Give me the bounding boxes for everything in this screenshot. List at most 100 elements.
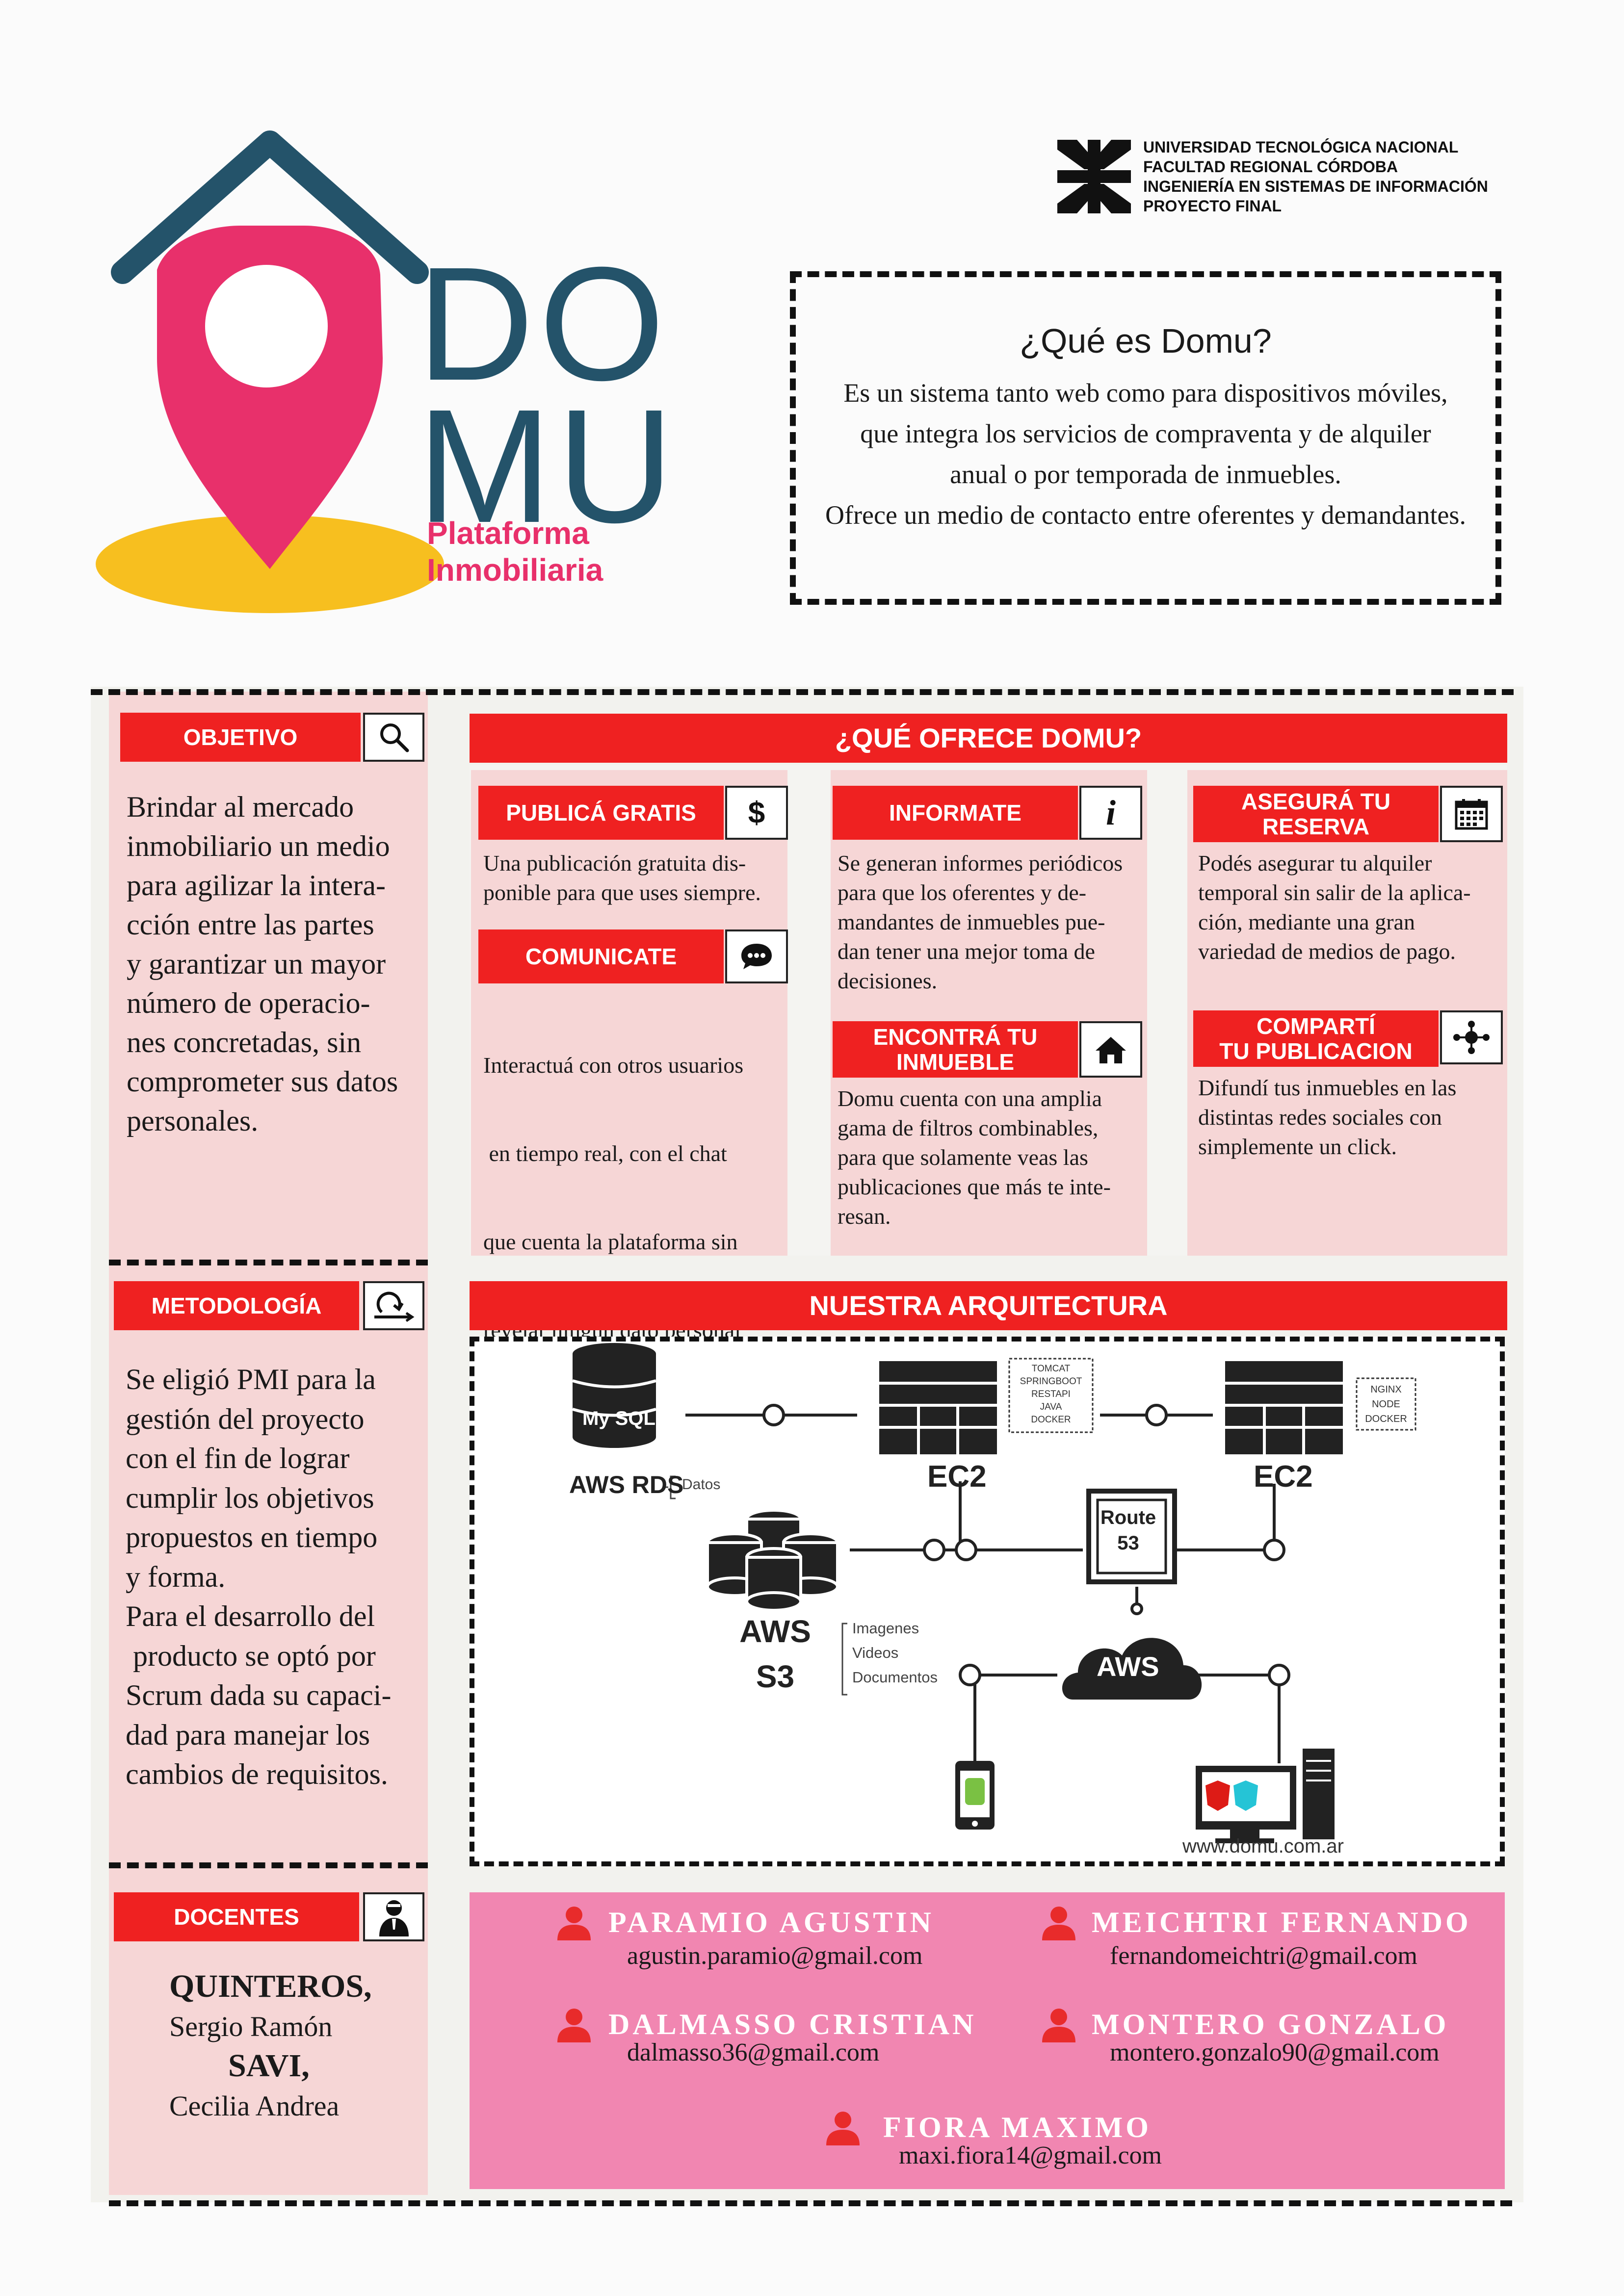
member-email: agustin.paramio@gmail.com [627,1942,923,1970]
objetivo-line: y garantizar un mayor [127,948,386,980]
house-pin-icon [96,130,444,613]
search-icon [380,723,409,752]
what-is-domu-title: ¿Qué es Domu? [1020,322,1272,360]
top-divider [91,689,1514,695]
offer-label-encontra: ENCONTRÁ TU INMUEBLE [833,1021,1078,1078]
stack-item: SPRINGBOOT [1020,1376,1082,1387]
member-email: maxi.fiora14@gmail.com [899,2141,1162,2169]
person-icon [1042,1907,1075,1940]
offer-line: ponible para que uses siempre. [483,880,761,905]
offer-line: para que solamente veas las [838,1145,1088,1170]
member-name: MEICHTRI FERNANDO [1092,1906,1471,1938]
offer-line: mandantes de inmuebles pue- [838,909,1105,934]
member-name: PARAMIO AGUSTIN [608,1906,934,1938]
what-is-line: anual o por temporada de inmuebles. [950,460,1341,489]
metodologia-line: producto se optó por [126,1639,376,1672]
member-name: FIORA MAXIMO [883,2111,1152,2143]
offer-line: decisiones. [838,968,938,993]
mobile-icon [955,1761,995,1830]
member-email: fernandomeichtri@gmail.com [1110,1942,1417,1970]
member-email: dalmasso36@gmail.com [627,2038,880,2066]
member-name: MONTERO GONZALO [1092,2008,1449,2040]
stack-item: RESTAPI [1031,1389,1071,1399]
objetivo-line: cción entre las partes [127,908,374,941]
member-email: montero.gonzalo90@gmail.com [1110,2038,1440,2066]
offer-line: Domu cuenta con una amplia [838,1086,1102,1111]
docentes-label: DOCENTES [114,1892,359,1941]
stack-item: TOMCAT [1031,1364,1071,1374]
what-is-line: Es un sistema tanto web como para dispos… [843,378,1448,408]
faculty-line: FACULTAD REGIONAL CÓRDOBA [1143,158,1398,176]
career-line: INGENIERÍA EN SISTEMAS DE INFORMACIÓN [1143,178,1488,195]
objetivo-label: OBJETIVO [120,713,361,762]
offer-text-publica: Una publicación gratuita dis- ponible pa… [483,849,761,907]
bottom-divider [109,2200,1512,2206]
metodologia-line: propuestos en tiempo [126,1521,378,1553]
offer-label-informate: INFORMATE [833,786,1078,840]
teacher-2-lastname: SAVI [228,2048,302,2084]
route53-line: 53 [1117,1532,1139,1554]
desktop-computer-icon [1196,1749,1335,1843]
offer-label-line: ENCONTRÁ TU [873,1024,1038,1050]
objetivo-line: número de operacio- [127,987,370,1019]
offer-text-informate: Se generan informes periódicos para que … [838,849,1123,996]
stack-item: DOCKER [1031,1415,1071,1425]
offer-icon-box-asegura [1440,786,1503,842]
university-line: UNIVERSIDAD TECNOLÓGICA NACIONAL [1143,138,1459,156]
offer-icon-box-encontra [1079,1021,1142,1078]
ec2-left-stack: TOMCAT SPRINGBOOT RESTAPI JAVA DOCKER [1009,1363,1093,1426]
offer-label-comunicate: COMUNICATE [478,929,724,983]
offer-line: variedad de medios de pago. [1198,939,1456,964]
stack-item: NODE [1372,1399,1400,1410]
domu-logo: DO MU Plataforma Inmobiliaria [93,123,674,618]
offers-title: ¿QUÉ OFRECE DOMU? [470,714,1507,763]
metodologia-line: y forma. [126,1560,226,1593]
teacher-1-lastname: QUINTEROS [169,1968,364,2004]
metodologia-line: Scrum dada su capaci- [126,1679,392,1711]
route53-line: Route [1100,1507,1156,1528]
s3-note: Videos [852,1644,899,1661]
person-icon [557,2009,591,2042]
architecture-title: NUESTRA ARQUITECTURA [470,1281,1507,1330]
offer-line: resan. [838,1204,891,1229]
person-icon [1042,2009,1075,2042]
rds-note: Datos [682,1476,721,1493]
person-icon [557,1907,591,1940]
team-panel [470,1892,1505,2189]
s3-line: S3 [756,1659,795,1694]
utn-logo-icon [1057,140,1131,213]
brand-subtitle-line1: Plataforma [427,516,589,551]
offer-line: Difundí tus inmuebles en las [1198,1075,1457,1100]
offer-text-comparti: Difundí tus inmuebles en las distintas r… [1198,1073,1456,1161]
docentes-icon-box [363,1892,424,1941]
offer-text-asegura: Podés asegurar tu alquiler temporal sin … [1198,849,1471,966]
s3-note: Documentos [852,1669,938,1686]
what-is-line: Ofrece un medio de contacto entre oferen… [825,500,1466,530]
mysql-label: My SQL [582,1408,655,1429]
teacher-2-firstname: Cecilia Andrea [169,2090,340,2122]
offer-line: Podés asegurar tu alquiler [1198,851,1432,876]
offer-label-line: ASEGURÁ TU [1241,788,1391,814]
s3-note: Imagenes [852,1620,919,1637]
stack-item: JAVA [1040,1402,1062,1412]
server-icon-right [1225,1361,1343,1454]
metodologia-line: gestión del proyecto [126,1402,365,1435]
metodologia-line: dad para manejar los [126,1718,370,1751]
s3-notes: Imagenes Videos Documentos [852,1616,938,1690]
offer-text-encontra: Domu cuenta con una amplia gama de filtr… [838,1084,1111,1231]
storage-icon [706,1509,839,1612]
objetivo-line: inmobiliario un medio [127,830,390,862]
docentes-list: QUINTEROS, Sergio Ramón SAVI, Cecilia An… [169,1967,372,2126]
database-icon [572,1343,656,1448]
offer-line: Interactuá con otros usuarios [483,1053,744,1078]
rds-label: AWS RDS [569,1471,684,1498]
teacher-icon [379,1900,409,1936]
stack-item: DOCKER [1365,1414,1407,1424]
offer-line: distintas redes sociales con [1198,1105,1442,1130]
project-line: PROYECTO FINAL [1143,197,1282,215]
left-divider-2 [109,1862,428,1868]
teacher-1-comma: , [364,1968,372,2004]
metodologia-line: Para el desarrollo del [126,1600,375,1632]
metodologia-line: con el fin de lograr [126,1442,350,1474]
route53-label: Route 53 [1098,1505,1159,1556]
